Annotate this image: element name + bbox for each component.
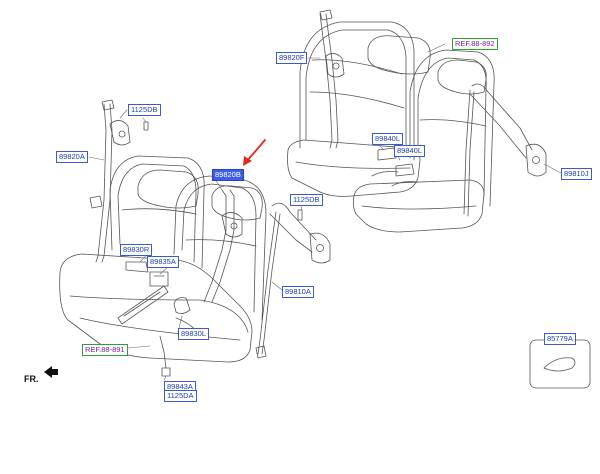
label-89835A[interactable]: 89835A [147,256,179,268]
front-direction-arrow-icon [44,366,58,378]
label-1125DB-lower[interactable]: 1125DB [290,194,323,206]
label-89820B[interactable]: 89820B [212,169,244,181]
rear-seat-right-drawing [287,9,547,233]
label-89840L-upper[interactable]: 89840L [372,133,404,145]
label-1125DB-upper[interactable]: 1125DB [128,104,161,116]
label-89820F[interactable]: 89820F [276,52,308,64]
label-89810A[interactable]: 89810A [282,286,314,298]
rear-seat-left-drawing [59,99,331,377]
label-89820A[interactable]: 89820A [56,151,88,163]
label-89840L-lower[interactable]: 89840L [394,145,426,157]
label-89830L[interactable]: 89830L [178,328,210,340]
ref-label-88-892[interactable]: REF.88-892 [452,38,498,50]
label-85779A[interactable]: 85779A [544,333,576,345]
ref-label-88-891[interactable]: REF.88-891 [82,344,128,356]
part-85779a-inset [529,339,591,389]
label-1125DA[interactable]: 1125DA [164,390,197,402]
label-89810J[interactable]: 89810J [561,168,592,180]
label-89830R[interactable]: 89830R [120,244,153,256]
front-direction-label: FR. [24,374,39,384]
red-pointer-arrow-icon [243,139,266,166]
